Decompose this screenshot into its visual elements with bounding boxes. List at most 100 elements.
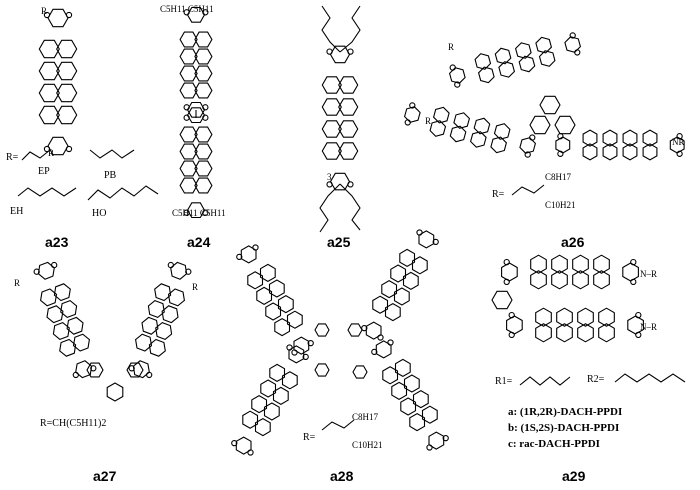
a23-pdi-imide-ring xyxy=(47,8,69,28)
a29-pdi-top-imide-ring xyxy=(622,262,639,282)
a28-pdi-lower-right-ring xyxy=(409,412,426,432)
a26-pdi-right-imide-ring xyxy=(555,136,571,154)
a23-r-bottom: R xyxy=(48,148,54,158)
a26-pdi-left-carbonyl-o xyxy=(404,119,411,126)
caption-a28: a28 xyxy=(330,468,354,484)
a24-pdi-bottom-carbonyl-o xyxy=(202,209,209,216)
a24-pdi-bottom-ring xyxy=(179,160,198,177)
a26-pdi-left-ring xyxy=(432,106,450,124)
a27-pdi-right-ring xyxy=(135,333,153,352)
a25-pdi-ring xyxy=(338,98,359,116)
a27-pdi-left-carbonyl-o xyxy=(90,365,97,372)
a28-pdi-lower-left-ring xyxy=(254,417,271,437)
a26-c10h21: C10H21 xyxy=(545,200,576,210)
a24-pdi-bottom-ring xyxy=(179,126,198,143)
a26-pdi-left-ring xyxy=(429,120,447,137)
a28-pdi-lower-left-carbonyl-o xyxy=(231,439,238,447)
a26-pdi-left-ring xyxy=(449,125,467,143)
a26-pdi-left-ring xyxy=(453,112,471,129)
a25-pdi-ring xyxy=(321,98,342,116)
a25-pdi-ring xyxy=(321,76,342,94)
a25-pdi-carbonyl-o xyxy=(326,181,333,188)
a28-pdi-lower-right-carbonyl-o xyxy=(442,434,449,442)
a26-pdi-left-ring xyxy=(490,136,508,154)
a27-pdi-left-ring xyxy=(46,305,64,324)
a26-pdi-left-ring xyxy=(469,131,487,148)
a29-pdi-top-ring xyxy=(593,270,610,290)
a27-cyclohexyl xyxy=(106,382,124,402)
a25-pdi-carbonyl-o xyxy=(347,48,354,55)
a28-pdi-lower-left-carbonyl-o xyxy=(286,344,293,351)
a27-r-right: R xyxy=(192,282,198,292)
a23-pdi-ring xyxy=(56,105,78,125)
a25-pdi-ring xyxy=(321,142,342,160)
a25-pdi-imide-ring xyxy=(329,45,351,64)
a28-pdi-upper-right-ring xyxy=(381,279,398,299)
a29-r1-chain xyxy=(519,376,571,386)
a23-ep-label: EP xyxy=(38,166,50,177)
a29-pdi-bottom-imide-ring xyxy=(506,315,523,335)
a26-pdi-top-ring xyxy=(474,53,492,70)
a28-pdi-lower-left-ring xyxy=(269,363,286,383)
a24-pdi-top-ring xyxy=(179,82,198,99)
a29-pdi-top-carbonyl-o xyxy=(630,258,637,266)
a27-pdi-right-ring xyxy=(154,283,172,302)
a29-pdi-bottom-ring xyxy=(556,307,573,327)
a24-pdi-top-carbonyl-o xyxy=(183,114,190,121)
a25-pdi-ring xyxy=(321,120,342,138)
a26-pdi-top-ring xyxy=(518,55,536,73)
caption-a24: a24 xyxy=(187,234,211,250)
a26-pdi-right-carbonyl-o xyxy=(676,150,683,157)
a24-pdi-top-ring xyxy=(194,82,213,99)
a25-chain-top-left xyxy=(321,5,341,53)
a26-pdi-top-carbonyl-o xyxy=(454,81,461,88)
a24-pdi-top-ring xyxy=(179,48,198,65)
a28-pdi-upper-left-carbonyl-o xyxy=(236,253,243,261)
a28-pdi-lower-right-carbonyl-o xyxy=(387,339,394,346)
a23-pdi-ring xyxy=(38,39,60,59)
a26-r-chain xyxy=(511,184,545,196)
a26-pdi-right-ring xyxy=(642,129,658,147)
a28-pdi-lower-right-imide-ring xyxy=(428,431,445,450)
a27-pdi-left-carbonyl-o xyxy=(51,261,58,269)
a29-pdi-bottom-carbonyl-o xyxy=(635,331,642,339)
a28-c10h21: C10H21 xyxy=(352,440,383,450)
a29-pdi-bottom-ring xyxy=(556,323,573,343)
a28-pdi-upper-right-ring xyxy=(372,295,389,314)
a28-pdi-upper-left-carbonyl-o xyxy=(252,244,259,251)
a28-pdi-upper-left-ring xyxy=(277,294,294,314)
a27-pdi-left-carbonyl-o xyxy=(72,371,79,379)
a24-pdi-bottom-ring xyxy=(179,177,198,194)
a29-r2-equals: R2= xyxy=(587,374,605,385)
a28-phenyl xyxy=(314,363,330,377)
a28-r-chain xyxy=(321,419,355,431)
a29-pdi-bottom-carbonyl-o xyxy=(508,311,515,319)
a27-pdi-left-ring xyxy=(72,333,90,352)
a29-nr-bottom: N–R xyxy=(640,322,657,332)
a25-ring-label: 3 xyxy=(327,172,332,182)
a28-pdi-upper-left-ring xyxy=(259,263,276,283)
a28-pdi-lower-left-ring xyxy=(281,371,298,390)
a28-pdi-upper-right-ring xyxy=(402,271,419,291)
a28-pdi-upper-right-carbonyl-o xyxy=(361,324,368,332)
a27-r-left: R xyxy=(14,278,20,288)
a25-chain-bottom-right xyxy=(339,183,361,231)
a28-pdi-upper-right-ring xyxy=(393,287,410,306)
a28-pdi-upper-right-imide-ring xyxy=(365,321,382,340)
a23-pdi-imide-ring xyxy=(47,136,69,156)
a27-pdi-left-ring xyxy=(59,338,77,357)
a28-pdi-lower-right-imide-ring xyxy=(375,340,392,359)
a27-pdi-right-ring xyxy=(147,299,165,319)
a28-phenyl xyxy=(314,323,330,337)
a28-pdi-lower-right-ring xyxy=(412,389,429,409)
caption-a27: a27 xyxy=(93,468,117,484)
a27-pdi-left-ring xyxy=(53,283,71,302)
a28-pdi-upper-left-ring xyxy=(265,302,282,321)
a26-triptycene-ring xyxy=(539,95,561,115)
a24-pdi-top-carbonyl-o xyxy=(202,114,209,121)
a27-pdi-right-ring xyxy=(141,316,159,335)
a24-pdi-top-ring xyxy=(194,31,213,48)
a26-triptycene-ring xyxy=(529,115,551,135)
a28-c8h17: C8H17 xyxy=(352,412,379,422)
a25-pdi-ring xyxy=(338,142,359,160)
